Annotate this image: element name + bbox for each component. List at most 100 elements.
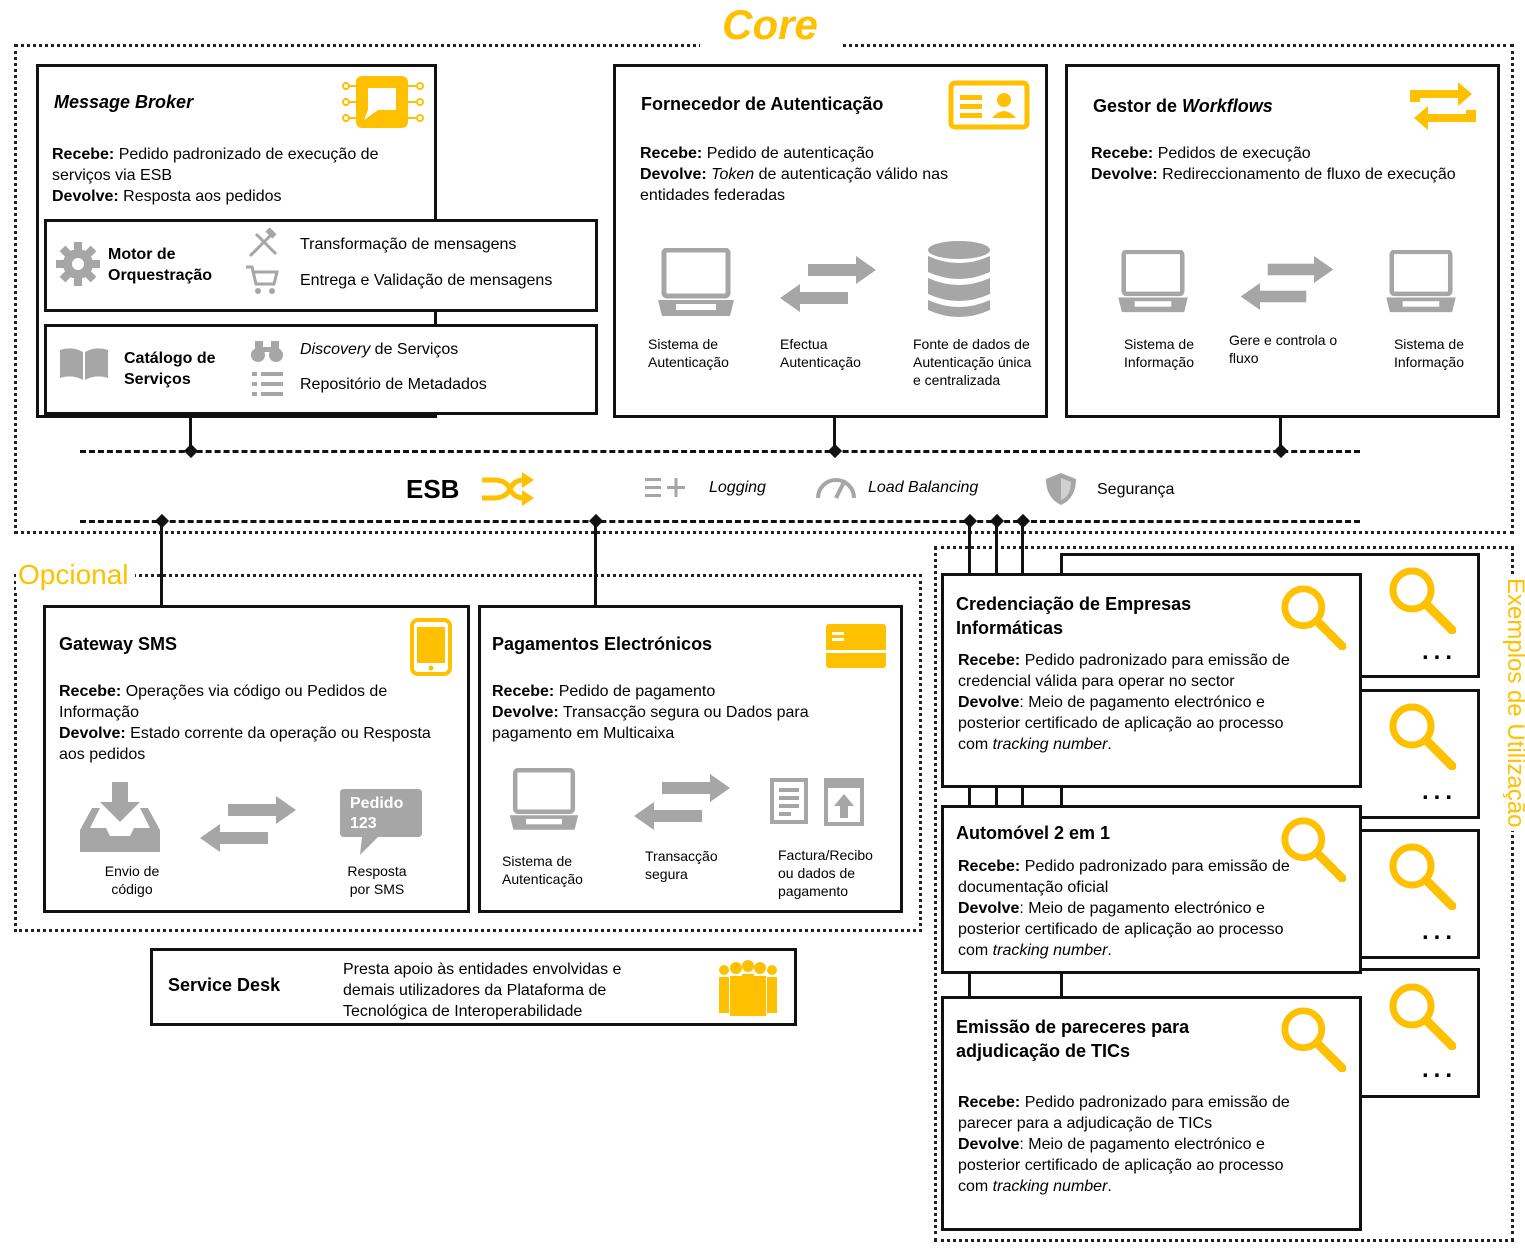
recebe-label: Recebe: <box>640 145 703 162</box>
autenticacao-caption-sistema: Sistema de Autenticação <box>648 336 729 370</box>
book-icon <box>60 348 108 380</box>
connector-exemplo <box>995 787 998 807</box>
message-broker-description: Recebe: Pedido padronizado de execução d… <box>52 144 422 207</box>
shield-icon <box>1046 473 1076 505</box>
exemplo-devolve: : Meio de pagamento electrónico e poster… <box>958 694 1284 753</box>
core-title: Core <box>700 0 840 50</box>
exemplo-devolve: : Meio de pagamento electrónico e poster… <box>958 1136 1284 1195</box>
gauge-icon <box>816 478 856 499</box>
ellipsis: ... <box>1422 918 1458 945</box>
recebe-label: Recebe: <box>1091 145 1154 162</box>
exemplo-end: . <box>1107 1178 1112 1195</box>
autenticacao-box <box>613 64 1048 418</box>
service-desk-box <box>150 948 797 1026</box>
sms-bubble-icon <box>340 789 422 855</box>
exchange-arrows-icon <box>634 774 730 830</box>
tracking-number: tracking number <box>992 1178 1108 1195</box>
exemplo-title: Automóvel 2 em 1 <box>956 823 1111 843</box>
devolve-label: Devolve: <box>1091 166 1158 183</box>
catalogo-item-repositorio: Repositório de Metadados <box>300 376 487 393</box>
connector-broker <box>189 418 192 450</box>
database-icon <box>928 241 990 317</box>
exemplo-description: Recebe: Pedido padronizado para emissão … <box>958 856 1298 961</box>
pagamentos-title: Pagamentos Electrónicos <box>492 634 713 654</box>
devolve-label: Devolve <box>958 1136 1020 1153</box>
recebe-label: Recebe: <box>59 683 122 700</box>
ellipsis: ... <box>1422 1056 1458 1083</box>
exemplo-recebe: Pedido padronizado para emissão de crede… <box>958 652 1290 690</box>
credit-card-icon <box>826 624 886 668</box>
laptop-icon <box>658 248 734 316</box>
gateway-caption-envio: Envio de código <box>104 863 160 897</box>
message-broker-title: Message Broker <box>54 92 194 112</box>
message-broker-devolve: Resposta aos pedidos <box>123 188 282 205</box>
recebe-label: Recebe: <box>52 146 115 163</box>
workflows-caption-sistema-1: Sistema de Informação <box>1123 336 1195 370</box>
ellipsis: ... <box>1422 778 1458 805</box>
laptop-icon <box>509 768 579 830</box>
gateway-sms-devolve: Estado corrente da operação ou Resposta … <box>59 725 431 763</box>
devolve-label: Devolve: <box>52 188 119 205</box>
discovery-rest: de Serviços <box>370 341 459 358</box>
esb-bus-bottom <box>80 520 1360 523</box>
gear-icon <box>56 242 100 286</box>
binoculars-icon <box>251 341 283 362</box>
connector-exemplo <box>995 524 998 574</box>
workflows-description: Recebe: Pedidos de execução Devolve: Red… <box>1091 143 1471 185</box>
autenticacao-description: Recebe: Pedido de autenticação Devolve: … <box>640 143 1020 206</box>
list-icon <box>252 372 283 396</box>
devolve-label: Devolve: <box>640 166 707 183</box>
pagamentos-caption-sistema: Sistema de Autenticação <box>502 853 583 887</box>
workflows-caption-sistema-2: Sistema de Informação <box>1393 336 1465 370</box>
laptop-icon <box>1118 250 1188 313</box>
esb-feature-seguranca: Segurança <box>1097 481 1175 498</box>
sms-bubble-text-line2: 123 <box>350 815 377 832</box>
magnifier-icon <box>1281 817 1346 882</box>
motor-orquestracao-label: Motor de Orquestração <box>108 246 213 284</box>
workflows-title-em: Workflows <box>1182 96 1273 116</box>
workflows-title: Gestor de Workflows <box>1093 96 1273 117</box>
exemplo-card-automovel <box>941 805 1362 974</box>
exchange-arrows-icon <box>780 256 876 312</box>
connector-exemplo <box>968 973 971 997</box>
gateway-sms-description: Recebe: Operações via código ou Pedidos … <box>59 681 444 765</box>
exemplos-region <box>934 546 1514 1242</box>
exemplo-recebe: Pedido padronizado para emissão de docum… <box>958 858 1290 896</box>
discovery-em: Discovery <box>300 341 371 358</box>
chip-icon <box>342 76 424 128</box>
esb-feature-logging: Logging <box>709 479 766 496</box>
catalogo-servicos-label: Catálogo de Serviços <box>124 350 216 388</box>
devolve-label: Devolve <box>958 694 1020 711</box>
exemplo-title: Credenciação de Empresas Informáticas <box>956 594 1192 638</box>
exemplo-title: Emissão de pareceres para adjudicação de… <box>956 1017 1190 1061</box>
recebe-label: Recebe: <box>492 683 555 700</box>
motor-orquestracao-box <box>44 219 598 312</box>
exemplo-recebe: Pedido padronizado para emissão de parec… <box>958 1094 1290 1132</box>
opcional-region <box>14 574 922 932</box>
workflows-recebe: Pedidos de execução <box>1157 145 1311 162</box>
esb-bus-top <box>80 450 1360 453</box>
magnifier-icon <box>1389 703 1456 770</box>
shuffle-icon <box>482 472 534 506</box>
opcional-title: Opcional <box>16 558 135 592</box>
service-desk-title: Service Desk <box>168 975 281 995</box>
autenticacao-title: Fornecedor de Autenticação <box>641 94 884 114</box>
tracking-number: tracking number <box>992 942 1108 959</box>
motor-item-transformacao: Transformação de mensagens <box>300 236 517 253</box>
exemplo-end: . <box>1107 736 1112 753</box>
workflows-title-prefix: Gestor de <box>1093 96 1183 116</box>
exemplo-card-credenciacao <box>941 573 1362 788</box>
inbox-download-icon <box>80 782 160 852</box>
gateway-sms-title: Gateway SMS <box>59 634 178 654</box>
exemplo-description: Recebe: Pedido padronizado para emissão … <box>958 1092 1298 1197</box>
autenticacao-caption-fonte: Fonte de dados de Autenticação única e c… <box>913 336 1032 388</box>
recebe-label: Recebe: <box>958 858 1021 875</box>
magnifier-icon <box>1281 1007 1346 1072</box>
magnifier-icon <box>1389 983 1456 1050</box>
magnifier-icon <box>1389 567 1456 634</box>
tracking-number: tracking number <box>992 736 1108 753</box>
exemplo-description: Recebe: Pedido padronizado para emissão … <box>958 650 1298 755</box>
autenticacao-devolve: de autenticação válido nas entidades fed… <box>640 166 949 204</box>
magnifier-icon <box>1281 585 1346 650</box>
connector-exemplo <box>1021 524 1024 574</box>
